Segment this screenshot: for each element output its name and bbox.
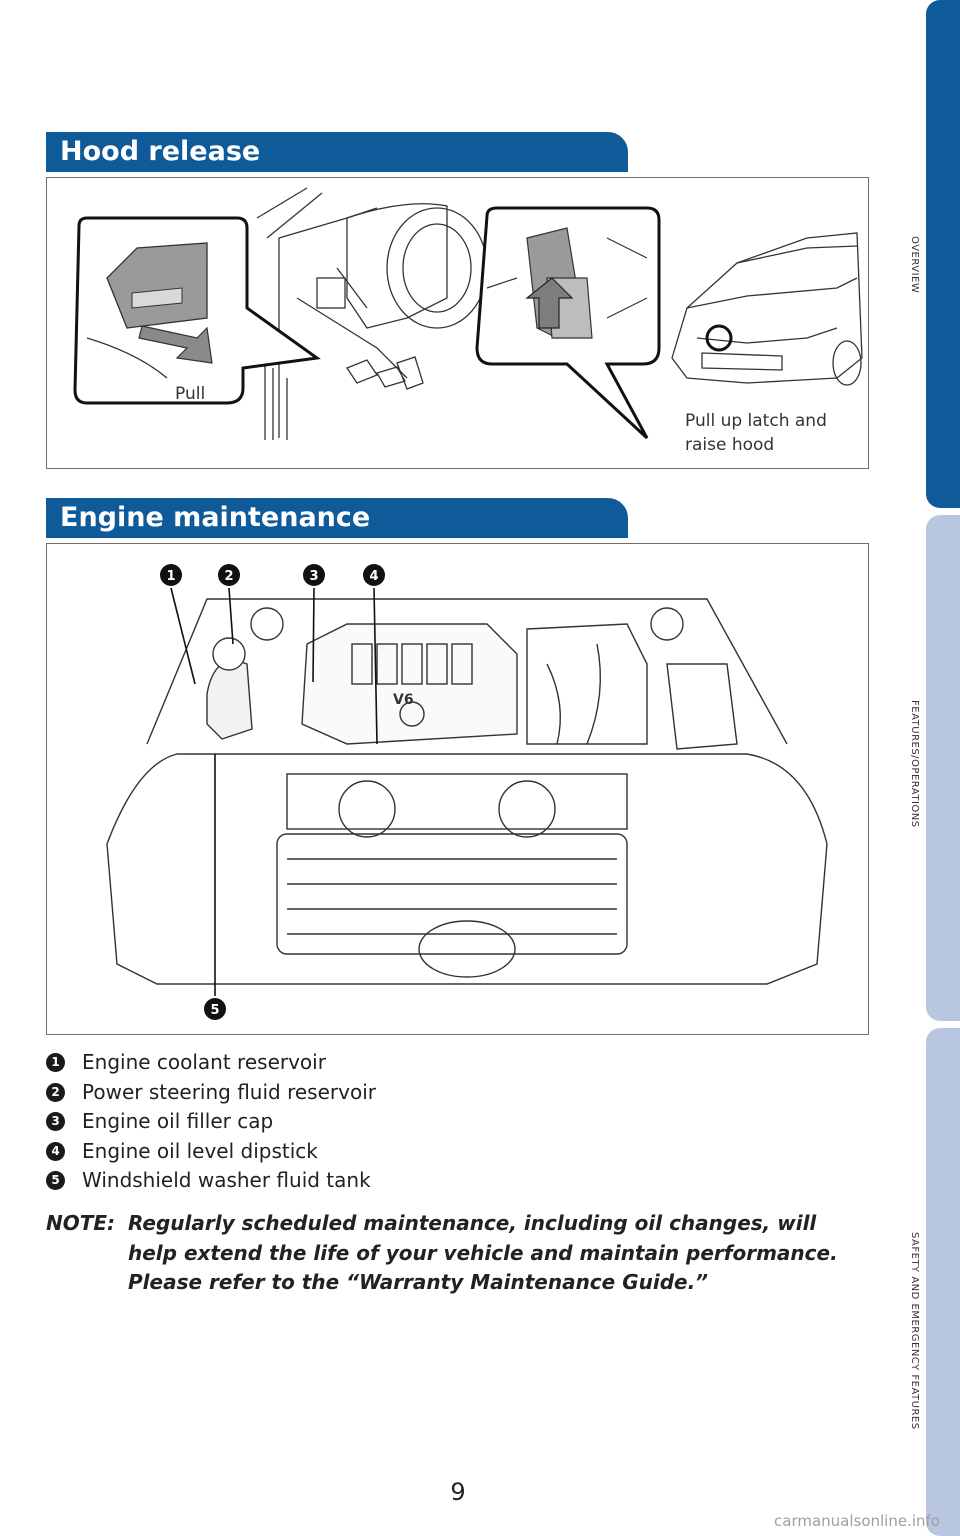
section-header-engine-maintenance: Engine maintenance	[46, 498, 628, 538]
side-tab-label-features: FEATURES/OPERATIONS	[909, 700, 920, 828]
side-tab-safety[interactable]	[926, 1028, 960, 1536]
legend-text: Windshield washer fluid tank	[82, 1168, 371, 1192]
callout-1: 1	[166, 569, 175, 584]
hood-release-illustration: Pull Pull up latch and raise hood	[73, 187, 863, 455]
legend-number: 1	[46, 1053, 65, 1072]
note-line-1: Regularly scheduled maintenance, includi…	[128, 1211, 817, 1235]
latch-label-line2: raise hood	[685, 435, 774, 455]
callout-5-marker	[204, 998, 226, 1020]
legend-number: 5	[46, 1171, 65, 1190]
note-label: NOTE:	[46, 1211, 116, 1235]
section-header-hood-release: Hood release	[46, 132, 628, 172]
latch-label-line1: Pull up latch and	[685, 411, 827, 431]
legend-number: 4	[46, 1141, 65, 1161]
callout-4: 4	[369, 569, 378, 584]
engine-bay-illustration: V6 1 2 3 4 5	[106, 564, 828, 1020]
callout-4-marker	[363, 564, 385, 586]
section-title: Engine maintenance	[60, 502, 371, 533]
legend-text: Engine oil filler cap	[82, 1109, 274, 1133]
page-number: 9	[450, 1478, 466, 1506]
side-tab-label-overview: OVERVIEW	[909, 236, 920, 294]
legend-number: 3	[46, 1112, 65, 1131]
callout-5: 5	[210, 1003, 219, 1018]
engine-badge: V6	[393, 692, 414, 708]
pull-label: Pull	[175, 384, 205, 404]
hood-release-figure: Pull Pull up latch and raise hood	[46, 177, 869, 469]
legend-text: Engine oil level dipstick	[82, 1138, 318, 1163]
callout-1-marker	[160, 564, 182, 586]
callout-2-marker	[218, 564, 240, 586]
callout-3-marker	[303, 564, 325, 586]
engine-maintenance-figure: V6 1 2 3 4 5	[46, 543, 869, 1035]
watermark: carmanualsonline.info	[774, 1512, 940, 1530]
side-tab-label-safety: SAFETY AND EMERGENCY FEATURES	[909, 1232, 920, 1430]
side-tab-overview[interactable]	[926, 0, 960, 508]
note-line-2: help extend the life of your vehicle and…	[128, 1240, 838, 1265]
side-tab-features[interactable]	[926, 515, 960, 1021]
callout-3: 3	[309, 569, 318, 584]
legend-number: 2	[46, 1082, 65, 1102]
legend-text: Engine coolant reservoir	[82, 1050, 326, 1074]
note-line-3: Please refer to the “Warranty Maintenanc…	[128, 1270, 709, 1294]
section-title: Hood release	[60, 136, 261, 167]
callout-2: 2	[224, 569, 233, 584]
legend-text: Power steering fluid reservoir	[82, 1079, 376, 1104]
